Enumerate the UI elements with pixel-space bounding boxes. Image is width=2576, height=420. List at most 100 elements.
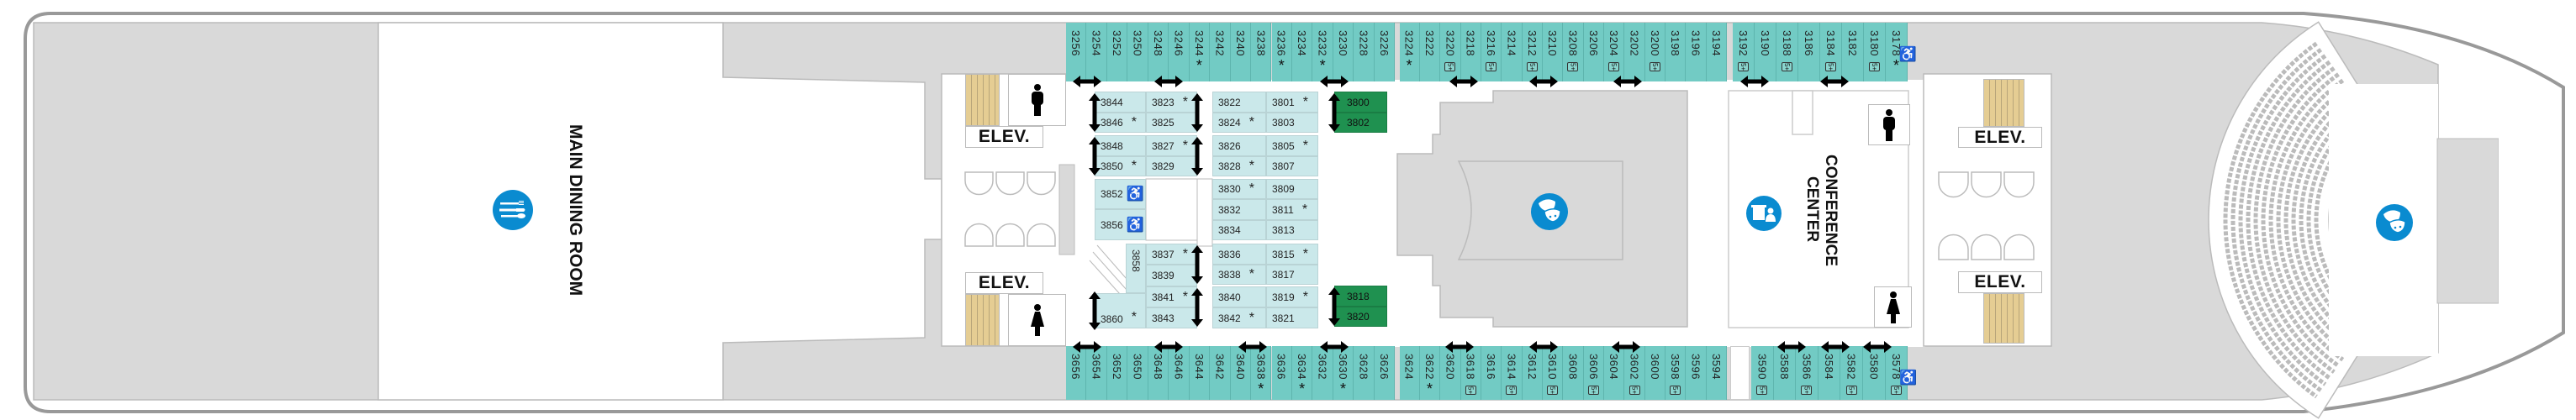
cabin-3801[interactable]: 3801* (1266, 92, 1318, 113)
cabin-3840[interactable]: 3840 (1212, 286, 1266, 307)
cabin-3214[interactable]: 3214 (1502, 23, 1523, 81)
cabin-3600[interactable]: 3600 (1644, 346, 1666, 400)
cabin-3624[interactable]: 3624 (1399, 346, 1420, 400)
cabin-3626[interactable]: 3626 (1374, 346, 1396, 400)
cabin-3652[interactable]: 3652 (1106, 346, 1128, 400)
cabin-3638[interactable]: 3638* (1251, 346, 1272, 400)
cabin-3656[interactable]: 3656 (1066, 346, 1087, 400)
cabin-3248[interactable]: 3248 (1148, 23, 1169, 81)
cabin-3834[interactable]: 3834 (1212, 220, 1266, 240)
cabin-3640[interactable]: 3640 (1230, 346, 1252, 400)
cabin-3825[interactable]: 3825 (1146, 113, 1197, 133)
cabin-3232[interactable]: 3232* (1312, 23, 1333, 81)
cabin-3815[interactable]: 3815* (1266, 244, 1318, 265)
cabin-3210[interactable]: 3210 (1542, 23, 1564, 81)
cabin-3616[interactable]: 3616 (1481, 346, 1502, 400)
cabin-3636[interactable]: 3636 (1271, 346, 1292, 400)
cabin-3620[interactable]: 3620 (1440, 346, 1461, 400)
cabin-3178[interactable]: 3178*♿ (1886, 23, 1917, 81)
cabin-3196[interactable]: 3196 (1686, 23, 1707, 81)
cabin-3852[interactable]: 3852♿ (1095, 179, 1146, 209)
cabin-3234[interactable]: 3234 (1291, 23, 1313, 81)
cabin-3824[interactable]: 3824* (1212, 113, 1266, 133)
cabin-3836[interactable]: 3836 (1212, 244, 1266, 265)
cabin-3202[interactable]: 3202 (1624, 23, 1645, 81)
cabin-3830[interactable]: 3830* (1212, 179, 1266, 199)
cabin-3238[interactable]: 3238 (1251, 23, 1272, 81)
cabin-3800[interactable]: 3800 (1334, 92, 1387, 113)
cabin-3828[interactable]: 3828* (1212, 156, 1266, 176)
cabin-3809[interactable]: 3809 (1266, 179, 1318, 199)
cabin-3803[interactable]: 3803 (1266, 113, 1318, 133)
cabin-3817[interactable]: 3817 (1266, 265, 1318, 285)
cabin-3648[interactable]: 3648 (1148, 346, 1169, 400)
cabin-3206[interactable]: 3206 (1583, 23, 1604, 81)
cabin-3646[interactable]: 3646 (1169, 346, 1190, 400)
cabin-3612[interactable]: 3612 (1522, 346, 1543, 400)
cabin-3186[interactable]: 3186 (1798, 23, 1820, 81)
cabin-3837[interactable]: 3837* (1146, 244, 1197, 265)
cabin-3832[interactable]: 3832 (1212, 199, 1266, 220)
cabin-3820[interactable]: 3820 (1334, 307, 1387, 327)
cabin-3622[interactable]: 3622* (1419, 346, 1441, 400)
cabin-3252[interactable]: 3252 (1106, 23, 1128, 81)
cabin-3844[interactable]: 3844 (1095, 92, 1146, 113)
cabin-3596[interactable]: 3596 (1686, 346, 1707, 400)
cabin-3226[interactable]: 3226 (1374, 23, 1396, 81)
cabin-3858[interactable]: 3858 (1126, 244, 1146, 293)
cabin-3829[interactable]: 3829 (1146, 156, 1197, 176)
cabin-3819[interactable]: 3819* (1266, 286, 1318, 307)
cabin-3240[interactable]: 3240 (1230, 23, 1252, 81)
cabin-3246[interactable]: 3246 (1169, 23, 1190, 81)
cabin-3860[interactable]: 3860* (1095, 293, 1146, 328)
cabin-3244[interactable]: 3244* (1189, 23, 1211, 81)
cabin-3256[interactable]: 3256 (1066, 23, 1087, 81)
cabin-3802[interactable]: 3802 (1334, 113, 1387, 133)
cabin-3584[interactable]: 3584 (1818, 346, 1841, 400)
cabin-3228[interactable]: 3228 (1354, 23, 1375, 81)
cabin-3594[interactable]: 3594 (1706, 346, 1728, 400)
cabin-3222[interactable]: 3222 (1419, 23, 1441, 81)
cabin-3628[interactable]: 3628 (1354, 346, 1375, 400)
cabin-3838[interactable]: 3838* (1212, 265, 1266, 285)
cabin-3630[interactable]: 3630* (1333, 346, 1354, 400)
cabin-3236[interactable]: 3236* (1271, 23, 1292, 81)
cabin-3254[interactable]: 3254 (1086, 23, 1107, 81)
cabin-3839[interactable]: 3839 (1146, 265, 1197, 286)
cabin-3827[interactable]: 3827* (1146, 135, 1197, 156)
cabin-3843[interactable]: 3843 (1146, 307, 1197, 328)
cabin-3818[interactable]: 3818 (1334, 286, 1387, 307)
conference-podium-icon[interactable] (1746, 196, 1782, 231)
cabin-3250[interactable]: 3250 (1127, 23, 1148, 81)
dining-icon[interactable] (493, 190, 533, 230)
cabin-3218[interactable]: 3218 (1460, 23, 1481, 81)
cabin-3224[interactable]: 3224* (1399, 23, 1420, 81)
theater-masks-icon[interactable] (2376, 204, 2413, 241)
cabin-3650[interactable]: 3650 (1127, 346, 1148, 400)
cabin-3604[interactable]: 3604 (1604, 346, 1625, 400)
cabin-3842[interactable]: 3842* (1212, 307, 1266, 328)
cabin-3807[interactable]: 3807 (1266, 156, 1318, 176)
cabin-3194[interactable]: 3194 (1706, 23, 1728, 81)
cabin-3823[interactable]: 3823* (1146, 92, 1197, 113)
cabin-3821[interactable]: 3821 (1266, 307, 1318, 328)
